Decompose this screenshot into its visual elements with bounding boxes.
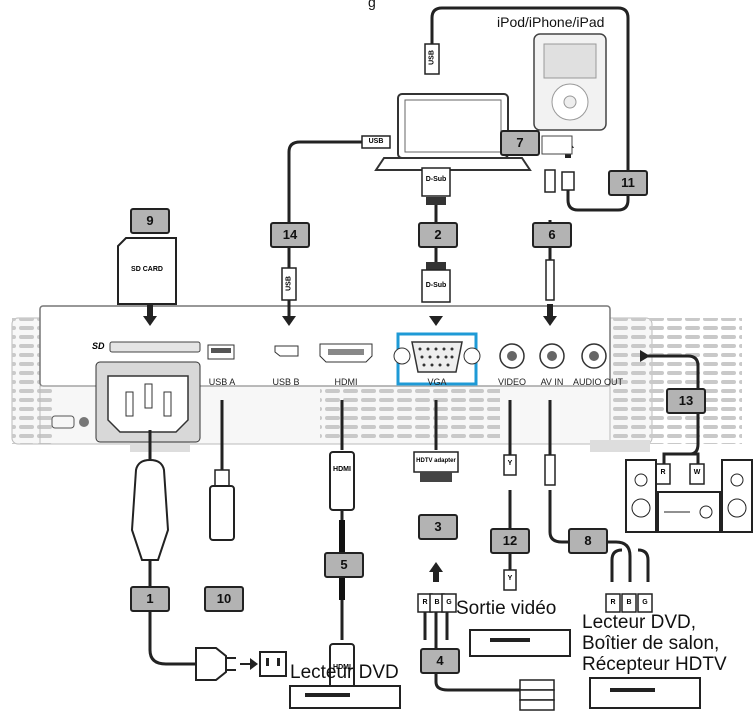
ipod-icon: [533, 33, 607, 155]
plug-r-8: R: [610, 599, 616, 606]
plug-y-top: Y: [507, 460, 513, 467]
dsub-label-bottom: D-Sub: [425, 282, 447, 289]
badge-3: 3: [418, 514, 458, 540]
usb-label-14: USB: [285, 276, 293, 291]
port-label-audio-out: AUDIO OUT: [572, 377, 624, 387]
lecteur-dvd-label: Lecteur DVD: [290, 662, 399, 683]
sd-slot: SD: [92, 341, 201, 353]
badge-13: 13: [666, 388, 706, 414]
port-label-vga: VGA: [427, 377, 447, 387]
hdmi-plug-label-bottom: HDMI: [333, 664, 351, 671]
power-inlet: [95, 361, 201, 443]
badge-14: 14: [270, 222, 310, 248]
badge-11: 11: [608, 170, 648, 196]
ipod-label: iPod/iPhone/iPad: [497, 14, 605, 30]
sortie-video-label: Sortie vidéo: [456, 598, 557, 619]
plug-y-bottom: Y: [507, 575, 513, 582]
badge-7: 7: [500, 130, 540, 156]
plug-w-13: W: [693, 469, 701, 476]
plug-g-4: G: [446, 599, 452, 606]
laptop-icon: [374, 93, 532, 171]
badge-1: 1: [130, 586, 170, 612]
dvd-multi-label-1: Lecteur DVD,: [582, 612, 697, 633]
badge-5: 5: [324, 552, 364, 578]
badge-9: 9: [130, 208, 170, 234]
plug-r-13: R: [660, 469, 666, 476]
dvd-multi-label-2: Boîtier de salon,: [582, 633, 720, 654]
usb-label-top: USB: [428, 50, 436, 65]
badge-10: 10: [204, 586, 244, 612]
hdmi-plug-label-top: HDMI: [333, 466, 351, 473]
power-plug-icon: [130, 458, 236, 681]
badge-12: 12: [490, 528, 530, 554]
usb-label-laptop: USB: [368, 138, 384, 145]
wall-outlet-icon: [259, 651, 287, 677]
plug-g-8: G: [642, 599, 648, 606]
plug-r-4: R: [422, 599, 428, 606]
dsub-label-top: D-Sub: [425, 176, 447, 183]
dvd-player-icon: [289, 629, 701, 709]
port-label-hdmi: HDMI: [334, 377, 358, 387]
title-partial: g: [368, 0, 376, 10]
port-label-video: VIDEO: [497, 377, 527, 387]
port-label-usb-b: USB B: [272, 377, 300, 387]
usb-stick-icon: [209, 469, 235, 541]
svg-text:SD: SD: [92, 341, 105, 351]
badge-8: 8: [568, 528, 608, 554]
speakers-icon: [625, 459, 753, 533]
vga-port: [393, 332, 481, 386]
sd-card-label: SD CARD: [131, 266, 163, 273]
plug-b-4: B: [434, 599, 440, 606]
sd-card-icon: [117, 237, 177, 305]
badge-6: 6: [532, 222, 572, 248]
port-label-usb-a: USB A: [208, 377, 236, 387]
port-label-av-in: AV IN: [540, 377, 564, 387]
cables: [148, 6, 700, 692]
badge-4: 4: [420, 648, 460, 674]
badge-2: 2: [418, 222, 458, 248]
hdtv-adapter-label: HDTV adapter: [416, 458, 456, 464]
plug-b-8: B: [626, 599, 632, 606]
dvd-multi-label-3: Récepteur HDTV: [582, 654, 727, 675]
